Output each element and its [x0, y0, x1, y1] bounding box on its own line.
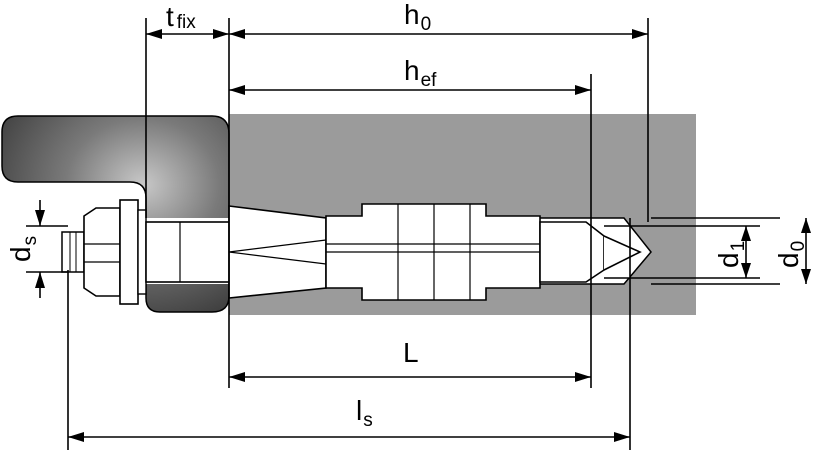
dim-ds: ds — [5, 200, 45, 298]
ls-label: l — [356, 395, 362, 426]
expansion-cone — [228, 205, 327, 299]
hef-label: h — [404, 55, 420, 86]
svg-text:hef: hef — [404, 55, 437, 91]
d0-label: d — [773, 252, 804, 268]
dim-hef: hef — [229, 55, 591, 95]
dim-d1: d1 — [713, 226, 751, 278]
d1-label: d — [713, 252, 744, 268]
svg-text:ls: ls — [356, 395, 373, 431]
bolt-threaded-end — [61, 231, 85, 273]
svg-text:d1: d1 — [713, 241, 749, 268]
dim-L: L — [229, 337, 591, 382]
svg-text:d0: d0 — [773, 241, 809, 268]
anchor-tip — [539, 221, 605, 283]
L-label: L — [403, 337, 419, 368]
hex-nut — [83, 207, 121, 297]
svg-text:ds: ds — [5, 236, 41, 262]
spacer-sleeve — [145, 221, 231, 283]
washer — [119, 199, 139, 305]
ds-label: d — [5, 246, 36, 262]
h0-label: h — [404, 0, 420, 30]
extension-lines — [26, 18, 780, 450]
svg-text:h0: h0 — [404, 0, 431, 35]
dim-d0: d0 — [773, 218, 811, 284]
dim-ls: ls — [68, 395, 630, 442]
t-fix-label: t — [166, 1, 174, 32]
dim-h0: h0 — [229, 0, 648, 39]
